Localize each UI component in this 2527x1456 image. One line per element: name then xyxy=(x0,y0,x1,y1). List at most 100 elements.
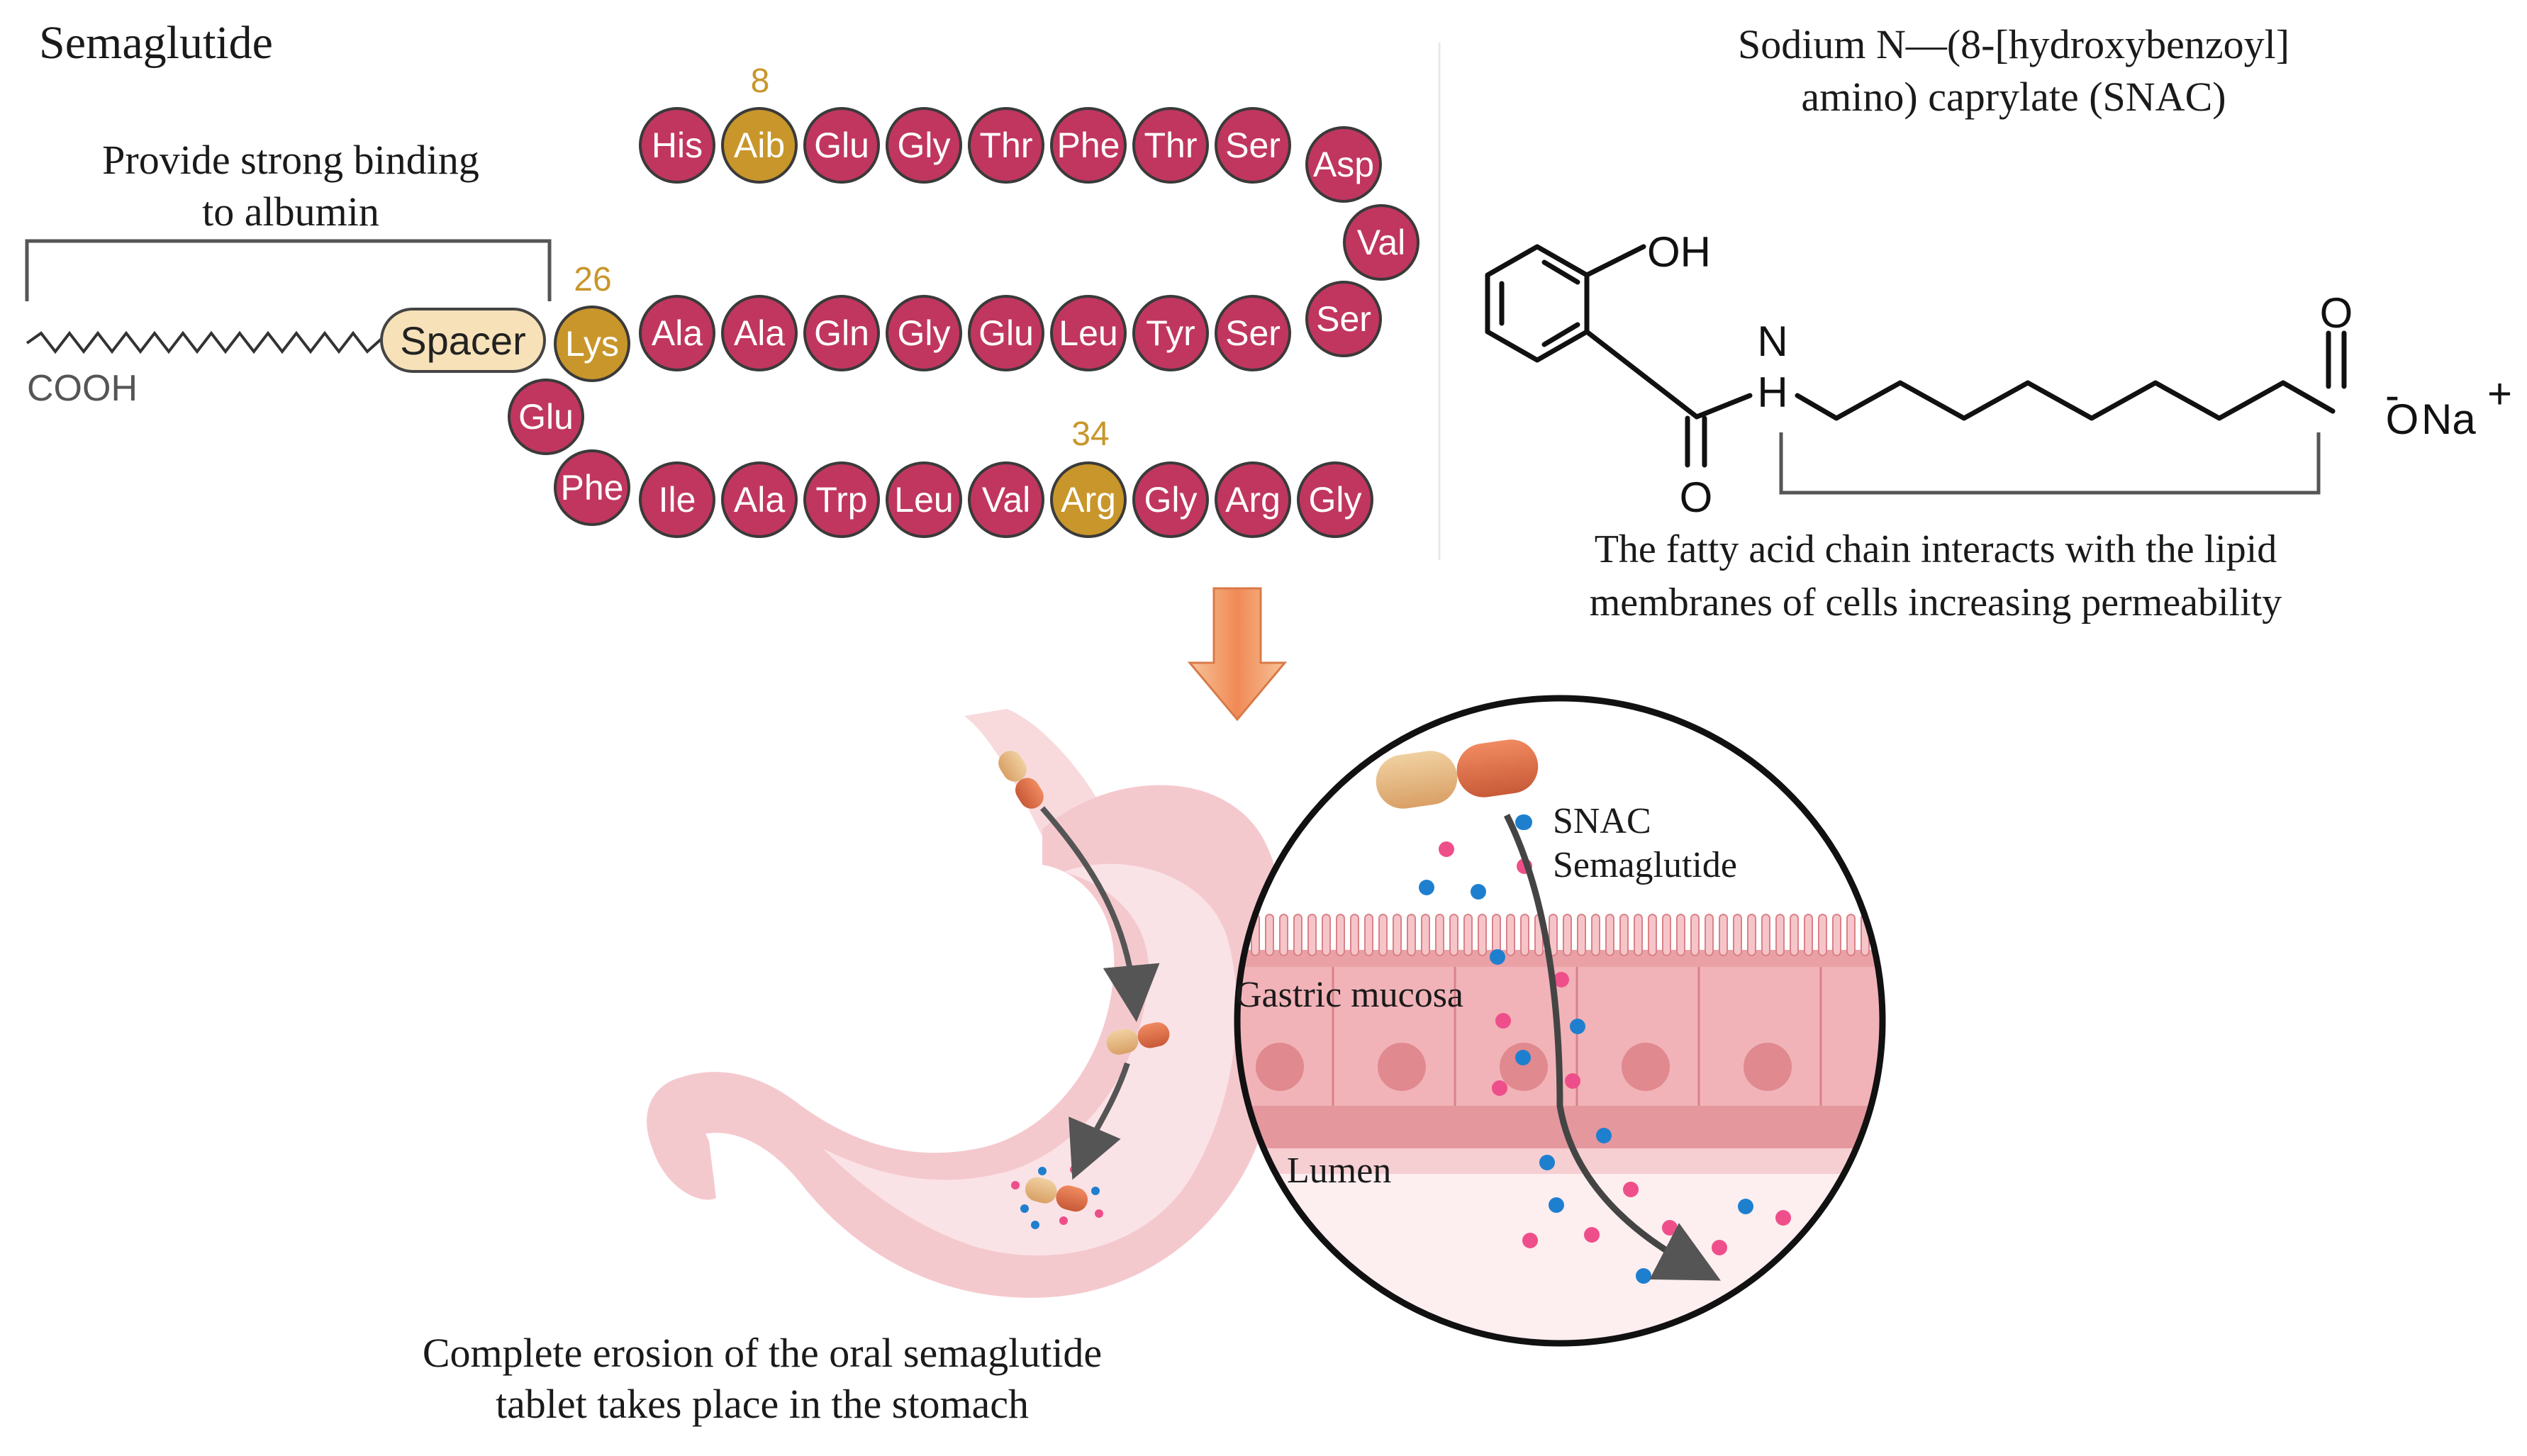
snac-particle xyxy=(1515,814,1531,830)
albumin-label-line1: Provide strong binding xyxy=(102,137,479,183)
residue-label: Thr xyxy=(980,125,1033,165)
zoom-circle: SNAC Semaglutide Gastric mucosa Lumen xyxy=(1234,695,1886,1347)
stomach-inner xyxy=(822,863,1237,1256)
residue-label: Arg xyxy=(1225,480,1281,520)
snac-particle xyxy=(1515,1050,1531,1065)
residue-leu-r2-6: Leu xyxy=(1050,295,1127,371)
snac-structure: Sodium N—(8-[hydroxybenzoyl] amino) capr… xyxy=(1485,21,2512,625)
residue-label: Aib xyxy=(734,125,785,165)
semaglutide-particle xyxy=(1565,1073,1580,1089)
residue-label: Val xyxy=(982,480,1031,520)
microvilli xyxy=(1237,914,1882,956)
residue-label: Gly xyxy=(898,313,951,353)
large-capsule xyxy=(1376,739,1539,809)
down-arrow xyxy=(1187,587,1288,722)
residue-label: Gly xyxy=(1309,480,1362,520)
residue-label: Phe xyxy=(1057,125,1120,165)
residue-ala-r2-2: Ala xyxy=(721,295,798,371)
semaglutide-particle xyxy=(1522,1233,1538,1248)
gastric-mucosa-label: Gastric mucosa xyxy=(1235,975,1463,1015)
residue-arg-r3-7: Arg xyxy=(1215,461,1291,538)
residue-label: Ala xyxy=(734,313,785,353)
residue-tyr-r2-7: Tyr xyxy=(1132,295,1209,371)
legend-semaglutide-label: Semaglutide xyxy=(1553,845,1737,885)
residue-label: Glu xyxy=(978,313,1034,353)
snac-particle xyxy=(1490,949,1505,965)
residue-leu-r3-3: Leu xyxy=(886,461,962,538)
residue-ser-r1-7: Ser xyxy=(1215,107,1291,184)
residue-gly-r3-8: Gly xyxy=(1297,461,1373,538)
semaglutide-structure: Semaglutide Provide strong binding to al… xyxy=(25,17,1419,538)
bond-acid xyxy=(2280,380,2336,414)
residue-label: Trp xyxy=(815,480,867,520)
fatty-acid-chain xyxy=(1795,380,2336,421)
residue-aib-r1-1: Aib xyxy=(721,107,798,184)
capsule-middle xyxy=(1106,1022,1170,1055)
o-top-label: O xyxy=(2320,289,2353,337)
semaglutide-particle xyxy=(1495,1013,1511,1029)
snac-particle xyxy=(1596,1128,1612,1143)
benzene-ring xyxy=(1485,244,1590,363)
h-label: H xyxy=(1757,369,1787,416)
residue-glu-r2-5: Glu xyxy=(968,295,1044,371)
stomach-caption-line1: Complete erosion of the oral semaglutide xyxy=(423,1330,1102,1376)
snac-particle xyxy=(1570,1019,1585,1034)
residue-trp-r3-2: Trp xyxy=(803,461,880,538)
residue-gly-r1-3: Gly xyxy=(886,107,962,184)
residue-label: Ala xyxy=(652,313,703,353)
snac-particle xyxy=(1539,1155,1555,1170)
stomach-arrow-1 xyxy=(1039,806,1160,1022)
n-label: N xyxy=(1757,318,1787,365)
residue-label: Lys xyxy=(565,324,619,364)
position-label-34: 34 xyxy=(1071,415,1109,453)
residue-arg-r3-5: Arg xyxy=(1050,461,1127,538)
residue-label: Gly xyxy=(1144,480,1198,520)
snac-particle xyxy=(1738,1199,1753,1214)
capsule-dissolving xyxy=(1025,1177,1088,1212)
residue-label: Asp xyxy=(1313,145,1374,184)
residue-label: Ile xyxy=(659,480,696,520)
residue-label: Leu xyxy=(894,480,953,520)
chain-bracket xyxy=(1779,432,2321,495)
residue-label: Glu xyxy=(814,125,869,165)
o-charge-label: - xyxy=(2385,371,2399,419)
bond-carbonyl xyxy=(1584,329,1700,420)
residue-asp-r1-8: Asp xyxy=(1305,126,1382,203)
lumen-band xyxy=(1237,1148,1882,1174)
fatty-acid-note-line2: membranes of cells increasing permeabili… xyxy=(1590,581,2282,625)
semaglutide-particle xyxy=(1584,1227,1600,1243)
cooh-label: COOH xyxy=(27,368,138,409)
semaglutide-particle xyxy=(1439,841,1454,857)
position-label-26: 26 xyxy=(574,261,611,298)
residue-his-r1-0: His xyxy=(639,107,715,184)
capsule-top xyxy=(998,751,1044,809)
snac-title-line1: Sodium N—(8-[hydroxybenzoyl] xyxy=(1738,21,2289,67)
spacer-label: Spacer xyxy=(400,318,525,363)
lumen-region xyxy=(1237,1170,1882,1343)
cell-nuclei xyxy=(1256,1043,1792,1091)
residue-glu-t2-0: Glu xyxy=(508,379,584,455)
residue-ser-t1-1: Ser xyxy=(1305,281,1382,357)
absorption-arrow xyxy=(1503,813,1721,1281)
residue-label: Arg xyxy=(1061,480,1116,520)
semaglutide-particle xyxy=(1775,1210,1791,1226)
na-label: Na xyxy=(2421,396,2476,443)
lumen-label: Lumen xyxy=(1287,1150,1391,1191)
residue-phe-r1-5: Phe xyxy=(1050,107,1127,184)
snac-title-line2: amino) caprylate (SNAC) xyxy=(1801,74,2226,120)
residue-label: Phe xyxy=(561,468,624,508)
semaglutide-title: Semaglutide xyxy=(39,17,273,69)
esophagus xyxy=(964,709,1106,836)
residue-thr-r1-6: Thr xyxy=(1132,107,1209,184)
bond-cn xyxy=(1694,393,1753,420)
residue-label: Leu xyxy=(1059,313,1117,353)
legend-snac-label: SNAC xyxy=(1553,801,1651,841)
fatty-acid-zigzag xyxy=(26,330,383,354)
stomach-illustration xyxy=(647,709,1287,1298)
residue-label: His xyxy=(652,125,703,165)
semaglutide-particle xyxy=(1623,1182,1639,1197)
albumin-label-line2: to albumin xyxy=(202,189,379,235)
residue-label: Ser xyxy=(1225,125,1281,165)
spacer-box xyxy=(380,308,546,373)
